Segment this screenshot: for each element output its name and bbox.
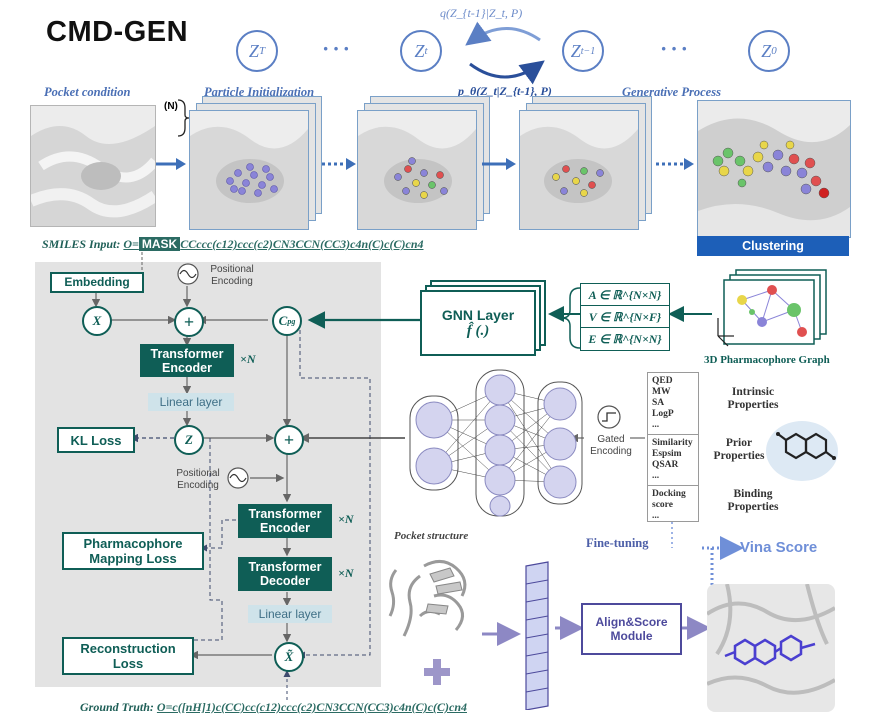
gnn-func: f̂ (.): [466, 322, 490, 339]
clustering-image: [697, 100, 851, 238]
prop-qsar: QSAR: [652, 460, 679, 470]
pharmacophore-loss-box: Pharmacophore Mapping Loss: [62, 532, 204, 570]
matrix-v: V ∈ ℝ^{N×F}: [580, 305, 670, 329]
plus-node-2: +: [274, 425, 304, 455]
cpg-node-sub: pg: [287, 316, 296, 326]
pocket-surface-image: [30, 105, 156, 227]
prop-ellipsis-1: ...: [652, 420, 660, 430]
pocket-condition-label: Pocket condition: [44, 85, 131, 99]
transformer-decoder: Transformer Decoder: [238, 557, 332, 591]
x-tilde-node: X̃: [274, 642, 304, 672]
pocket-structure-label: Pocket structure: [394, 530, 469, 542]
positional-encoding-label: Positional Encoding: [210, 264, 254, 287]
prop-ellipsis-3: ...: [652, 511, 660, 521]
prop-similarity: Similarity: [652, 438, 693, 448]
smiles-input-label: SMILES Input:: [42, 237, 121, 251]
prop-separator-1: [648, 434, 698, 435]
fine-tuning-label: Fine-tuning: [586, 536, 649, 550]
plus-node-1: +: [174, 307, 204, 337]
arrow-pocket-to-init: [156, 158, 186, 170]
plus-sign-v: [433, 659, 441, 685]
neural-network: [409, 369, 583, 517]
gnn-layer-title: GNN Layer: [441, 306, 515, 323]
ellipsis-1: ···: [322, 36, 354, 61]
linear-layer-2: Linear layer: [248, 605, 332, 623]
matrix-e: E ∈ ℝ^{N×N}: [580, 327, 670, 351]
feature-vector-stack: [525, 561, 549, 710]
prop-score: score: [652, 500, 673, 510]
ellipsis-2: ···: [660, 36, 692, 61]
reverse-label: p_θ(Z_t|Z_{t-1}, P): [458, 84, 552, 98]
page-title: CMD-GEN: [46, 16, 189, 48]
mask-token: MASK: [138, 237, 181, 251]
dotted-arrow-2: [656, 158, 694, 170]
arrow-step-2: [482, 158, 516, 170]
x-node: X: [82, 306, 112, 336]
prop-espsim: Espsim: [652, 449, 682, 459]
prop-docking: Docking: [652, 489, 686, 499]
transformer-encoder-2: Transformer Encoder: [238, 504, 332, 538]
gated-encoding-label: Gated Encoding: [590, 434, 632, 457]
transformer-encoder-1: Transformer Encoder: [140, 344, 234, 377]
z-node: Z: [174, 425, 204, 455]
molecule-icon: [766, 421, 838, 481]
cpg-node-label: C: [278, 313, 288, 328]
align-score-module: Align&Score Module: [581, 603, 682, 655]
generative-step-image-1: [357, 110, 477, 230]
prop-separator-2: [648, 485, 698, 486]
ground-truth-label: Ground Truth:: [80, 700, 154, 714]
linear-layer-1: Linear layer: [148, 393, 234, 411]
positional-encoding-icon: [177, 263, 199, 285]
embedding-box: Embedding: [50, 272, 144, 293]
forward-label: q(Z_{t-1}|Z_t, P): [440, 6, 523, 20]
particle-init-label: Particle Initialization: [204, 85, 315, 99]
times-n-2: ×N: [338, 512, 354, 526]
particle-init-image: [189, 110, 309, 230]
clustering-banner: Clustering: [697, 236, 849, 256]
dotted-arrow-1: [322, 158, 356, 170]
binding-properties: Binding Properties: [727, 488, 779, 513]
smiles-suffix: CCccc(c12)ccc(c2)CN3CCN(CC3)c4n(C)c(C)cn…: [180, 237, 424, 251]
property-list: QED MW SA LogP ... Similarity Espsim QSA…: [647, 372, 699, 522]
matrix-brace: [561, 287, 581, 349]
pharmacophore-graph-label: 3D Pharmacophore Graph: [704, 354, 830, 366]
prop-sa: SA: [652, 398, 665, 408]
gated-encoding-icon: [597, 405, 621, 429]
generative-process-label: Generative Process: [622, 85, 721, 99]
prop-ellipsis-2: ...: [652, 471, 660, 481]
vina-score-label: Vina Score: [740, 539, 818, 556]
pharmacophore-graph-image: [717, 269, 827, 347]
gnn-layer-box: GNN Layer f̂ (.): [420, 290, 536, 356]
generative-step-image-2: [519, 110, 639, 230]
diffusion-arrows: [465, 21, 545, 85]
prior-properties: Prior Properties: [713, 437, 765, 462]
docked-ligand-image: [707, 584, 835, 712]
times-n-1: ×N: [240, 352, 256, 366]
prop-mw: MW: [652, 387, 671, 397]
prop-logp: LogP: [652, 409, 674, 419]
reconstruction-loss-box: Reconstruction Loss: [62, 637, 194, 675]
prop-qed: QED: [652, 376, 673, 386]
positional-encoding-label-2: Positional Encoding: [176, 468, 220, 491]
times-n-3: ×N: [338, 566, 354, 580]
smiles-prefix: O=: [123, 237, 139, 251]
kl-loss-box: KL Loss: [57, 427, 135, 453]
intrinsic-properties: Intrinsic Properties: [727, 386, 779, 411]
matrix-a: A ∈ ℝ^{N×N}: [580, 283, 670, 307]
pocket-structure-image: [384, 546, 482, 646]
ground-truth-value: O=c([nH]1)c(CC)cc(c12)ccc(c2)CN3CCN(CC3)…: [156, 700, 467, 714]
ground-truth: Ground Truth: O=c([nH]1)c(CC)cc(c12)ccc(…: [80, 700, 467, 715]
n-label: (N): [164, 101, 178, 112]
positional-encoding-icon-2: [227, 467, 249, 489]
